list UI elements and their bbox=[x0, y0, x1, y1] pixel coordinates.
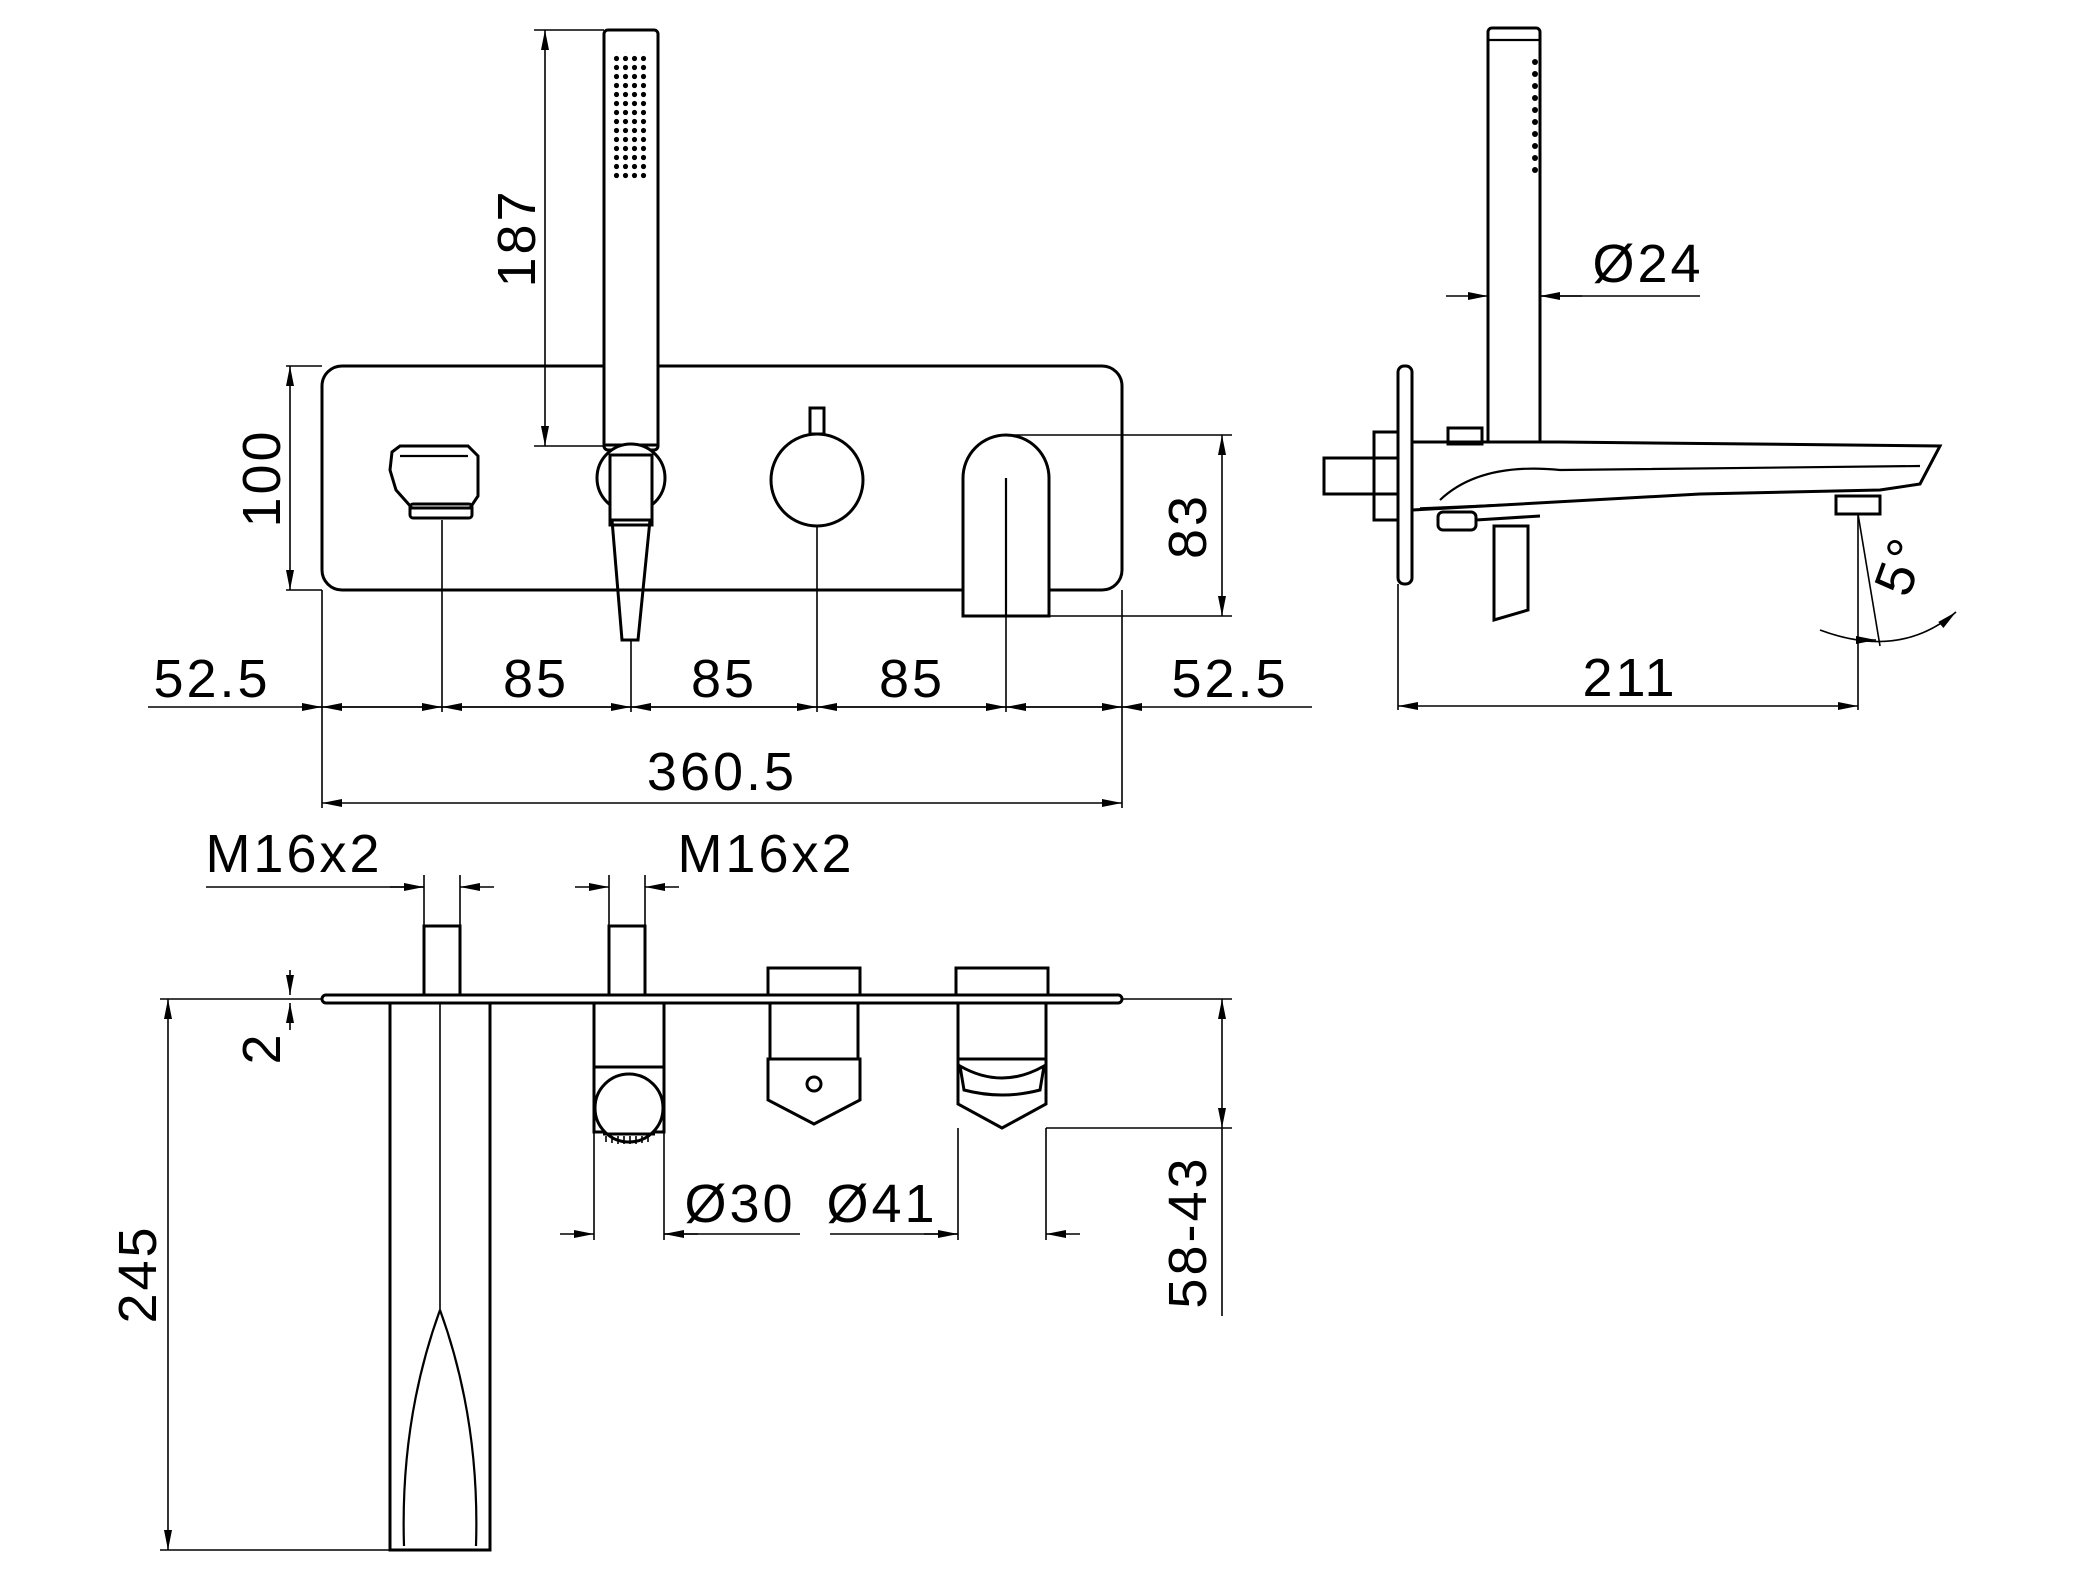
side-spout bbox=[1410, 426, 1943, 516]
front-handshower bbox=[595, 28, 667, 642]
dim-left-margin: 52.5 bbox=[153, 649, 270, 709]
dim-spacing-2: 85 bbox=[691, 649, 757, 709]
dim-plate-height: 100 bbox=[232, 428, 292, 527]
dim-spacing-1: 85 bbox=[503, 649, 569, 709]
top-spout bbox=[388, 1001, 492, 1552]
front-knob bbox=[769, 406, 865, 528]
dim-thread-right: M16x2 bbox=[677, 824, 854, 884]
front-dimension-lines bbox=[148, 30, 1312, 807]
front-view: 187 100 83 52.5 85 85 85 52.5 360.5 bbox=[148, 28, 1312, 808]
side-rear-body bbox=[1322, 430, 1400, 522]
side-handshower bbox=[1486, 26, 1542, 460]
dim-spout-height: 83 bbox=[1158, 493, 1218, 559]
side-view: Ø24 211 5° bbox=[1322, 26, 1957, 710]
side-lever bbox=[1436, 510, 1541, 623]
dim-knob-diameter: Ø30 bbox=[684, 1174, 795, 1234]
dim-right-margin: 52.5 bbox=[1171, 649, 1288, 709]
dim-thread-left: M16x2 bbox=[205, 824, 382, 884]
dim-body-depth: 58-43 bbox=[1158, 1155, 1218, 1308]
dim-spacing-3: 85 bbox=[879, 649, 945, 709]
front-diverter-handle bbox=[388, 444, 480, 520]
dim-projection: 211 bbox=[1582, 648, 1677, 708]
front-wall-plate bbox=[320, 364, 1124, 592]
dim-handshower-height: 187 bbox=[487, 188, 547, 287]
dim-overall-width: 360.5 bbox=[647, 742, 797, 802]
top-thread-right bbox=[607, 924, 647, 997]
front-spout-lever bbox=[961, 433, 1051, 618]
top-view: M16x2 M16x2 2 245 Ø30 Ø41 58-43 bbox=[108, 824, 1232, 1552]
dim-handshower-diameter: Ø24 bbox=[1592, 234, 1703, 294]
front-extension-lines bbox=[286, 29, 1232, 808]
dim-plate-thickness: 2 bbox=[232, 1031, 292, 1064]
dim-lever-diameter: Ø41 bbox=[826, 1174, 937, 1234]
top-thread-left bbox=[422, 924, 462, 997]
top-diverter-knob bbox=[592, 1001, 666, 1144]
top-thermostat bbox=[766, 966, 862, 1126]
side-wall-plate bbox=[1396, 364, 1414, 586]
top-lever bbox=[954, 966, 1050, 1130]
dim-spout-angle: 5° bbox=[1863, 529, 1939, 604]
dim-spout-length: 245 bbox=[108, 1224, 168, 1323]
